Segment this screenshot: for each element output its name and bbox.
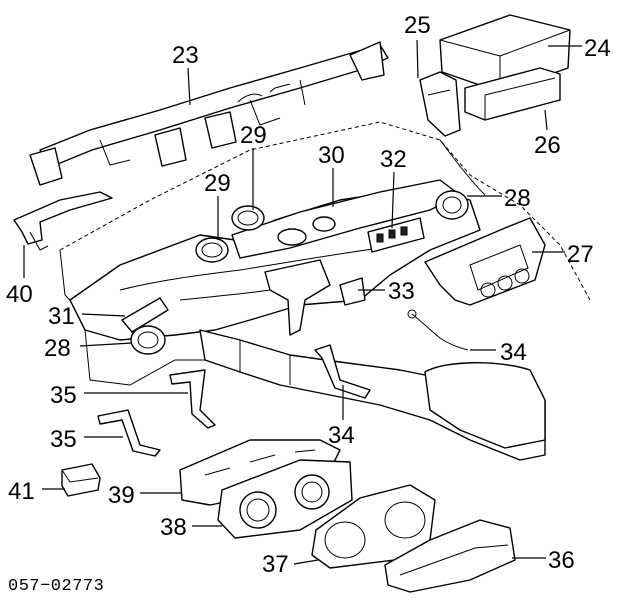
callout-41: 41 <box>8 478 35 505</box>
trim-part-31 <box>121 297 169 333</box>
drawing-code: 057−02773 <box>8 577 104 596</box>
center-bezel <box>424 217 546 306</box>
side-vent-28-left <box>130 325 166 355</box>
dashboard-body <box>59 121 591 461</box>
callout-26: 26 <box>534 132 561 159</box>
vent-29-lower <box>195 237 229 263</box>
callout-34-right: 34 <box>500 339 527 366</box>
callout-29-upper: 29 <box>240 122 267 149</box>
bracket-25 <box>419 71 461 137</box>
side-vent-28-right <box>435 190 469 220</box>
callout-23: 23 <box>172 42 199 69</box>
callout-39: 39 <box>108 482 135 509</box>
dash-top-panel <box>231 179 461 259</box>
callout-40: 40 <box>6 281 33 308</box>
pocket-26 <box>464 67 561 121</box>
crossmember-beam <box>29 41 389 186</box>
bracket-34 <box>314 344 371 399</box>
callout-31: 31 <box>48 303 75 330</box>
callout-33: 33 <box>388 278 415 305</box>
gauge-unit-38 <box>217 459 353 539</box>
brace-35-upper <box>169 369 216 429</box>
callout-30: 30 <box>318 142 345 169</box>
callout-35-upper: 35 <box>50 382 77 409</box>
brace-35-lower <box>97 409 161 457</box>
vent-29-upper <box>231 205 265 231</box>
callout-28-left: 28 <box>44 335 71 362</box>
callout-35-lower: 35 <box>50 426 77 453</box>
switch-panel <box>367 217 425 253</box>
leader-lines <box>23 39 582 565</box>
callout-25: 25 <box>404 12 431 39</box>
callout-24: 24 <box>584 35 611 62</box>
callout-34-lower: 34 <box>328 422 355 449</box>
callout-28-right: 28 <box>504 185 531 212</box>
callout-37: 37 <box>262 551 289 578</box>
callout-27: 27 <box>567 241 594 268</box>
callout-29-lower: 29 <box>204 170 231 197</box>
bracket-part-40 <box>13 191 113 251</box>
callout-38: 38 <box>160 514 187 541</box>
bezel-36 <box>384 519 516 593</box>
callout-32: 32 <box>380 146 407 173</box>
center-bracket <box>264 259 366 336</box>
switch-41 <box>61 463 101 497</box>
harness-34 <box>407 309 469 351</box>
callout-labels: 23 25 24 26 29 30 32 28 29 27 40 33 31 2… <box>6 12 611 578</box>
callout-36: 36 <box>548 547 575 574</box>
